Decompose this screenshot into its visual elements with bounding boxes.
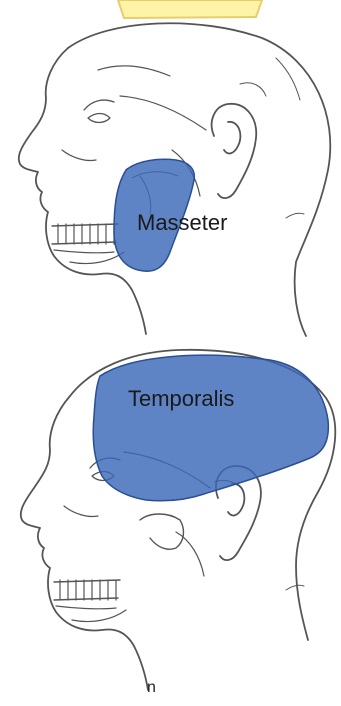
cut-off-caption-text: n <box>147 679 156 697</box>
sticky-note-corner <box>118 0 262 18</box>
temporalis-label: Temporalis <box>128 386 234 412</box>
masseter-label: Masseter <box>137 210 227 236</box>
temporalis-muscle-region <box>93 355 328 501</box>
